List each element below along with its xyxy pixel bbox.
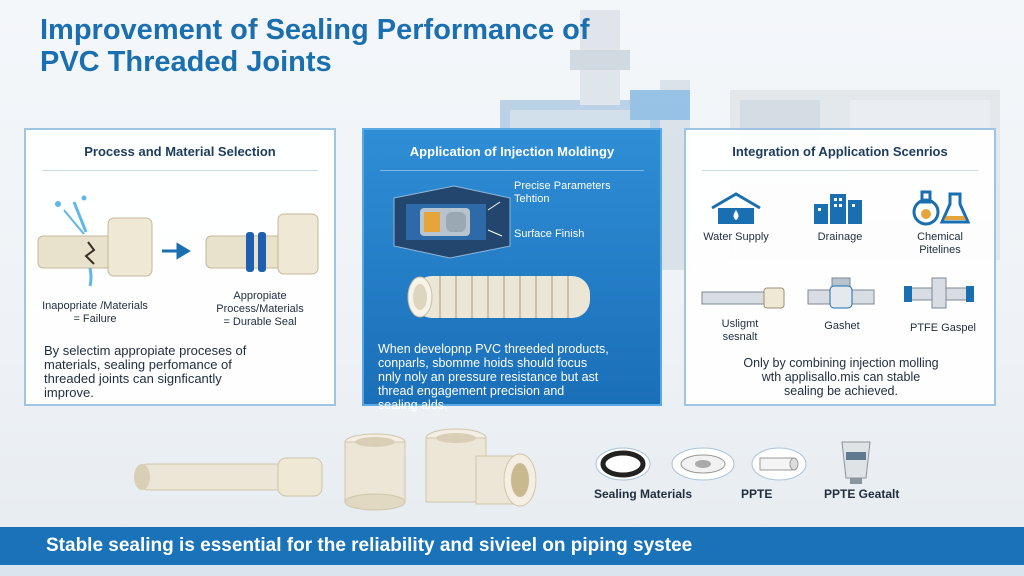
durable-label-line-3: = Durable Seal bbox=[223, 316, 297, 328]
title-line-1: Improvement of Sealing Performance of bbox=[40, 14, 590, 46]
ptfe-washer-icon bbox=[671, 447, 735, 481]
sealant-tube-icon bbox=[841, 441, 871, 484]
leaking-pipe-icon bbox=[37, 195, 153, 287]
arrow-right-icon bbox=[162, 242, 191, 260]
product-label-sealing-materials: Sealing Materials bbox=[594, 487, 693, 501]
panel-2-text-line-4: thread engagement precision and bbox=[378, 384, 565, 398]
panel-3-text-line-1: Only by combining injection molling bbox=[743, 356, 939, 370]
panel-2-text-line-2: conparls, sbomme hoids should focus bbox=[378, 356, 588, 370]
failure-label-line-1: Inapopriate /Materials bbox=[42, 300, 148, 312]
panel-1-heading: Process and Material Selection bbox=[84, 144, 276, 159]
panel-2-text-line-1: When developnp PVC threeded products, bbox=[378, 342, 609, 356]
ptfe-tape-icon bbox=[751, 447, 807, 481]
sealed-pipe-icon bbox=[205, 213, 319, 275]
panel-3-divider bbox=[702, 170, 978, 171]
straight-pipe-icon bbox=[701, 287, 785, 309]
durable-label: Appropiate Process/Materials = Durable S… bbox=[190, 290, 330, 329]
panel-injection-molding: Application of Injection Moldingy Precis… bbox=[362, 128, 662, 412]
failure-label: Inapopriate /Materials = Failure bbox=[30, 300, 160, 326]
part-label-ptfe: PTFE Gaspel bbox=[909, 322, 977, 334]
footer-strip bbox=[0, 565, 1024, 576]
panel-process-material: Process and Material Selection Inapopria… bbox=[24, 128, 336, 406]
scenario-drainage: Drainage bbox=[817, 231, 863, 243]
house-icon bbox=[711, 192, 761, 224]
chemical-flask-icon bbox=[912, 190, 971, 226]
param-labels: Precise Parameters Tehtion bbox=[514, 180, 654, 206]
scenario-chemical-line-2: Pitelines bbox=[919, 244, 961, 256]
panel-1-text-line-2: materials, sealing perfomance of bbox=[44, 357, 232, 372]
buildings-icon bbox=[814, 194, 862, 224]
panel-1-text-line-3: threaded joints can signficantly bbox=[44, 371, 222, 386]
pvc-straight-pipe-product bbox=[134, 457, 323, 497]
param-precise: Precise Parameters bbox=[514, 180, 611, 192]
panel-3-text-line-3: sealing be achieved. bbox=[784, 384, 898, 398]
scenario-chemical-line-1: Chemical bbox=[917, 231, 963, 243]
failure-label-line-2: = Failure bbox=[73, 313, 117, 325]
pvc-coupling-product bbox=[344, 433, 406, 511]
part-label-gasket: Gashet bbox=[824, 320, 860, 332]
panel-application-scenarios: Integration of Application Scenrios Wate… bbox=[684, 128, 996, 406]
panel-2-text: When developnp PVC threeded products, co… bbox=[378, 342, 660, 412]
product-label-ppte: PPTE bbox=[741, 487, 773, 501]
durable-label-line-1: Appropiate bbox=[233, 290, 287, 302]
panel-2-text-line-3: nnly noly an pressure resistance but ast bbox=[378, 370, 599, 384]
part-label-1: Usligmt sesnalt bbox=[692, 318, 788, 344]
panel-2-heading: Application of Injection Moldingy bbox=[409, 144, 615, 159]
panel-3-heading: Integration of Application Scenrios bbox=[732, 144, 948, 159]
footer-banner: Stable sealing is essential for the reli… bbox=[0, 527, 1024, 565]
scenario-water-supply: Water Supply bbox=[703, 231, 769, 243]
panel-1-divider bbox=[42, 170, 318, 171]
cross-fitting-icon bbox=[904, 277, 974, 309]
panel-3-text-line-2: wth applisallo.mis can stable bbox=[761, 370, 921, 384]
panel-1-text-line-4: improve. bbox=[44, 385, 94, 400]
panel-2-text-line-5: sealing alds. bbox=[378, 398, 448, 412]
param-tension: Tehtion bbox=[514, 193, 550, 205]
page-title: Improvement of Sealing Performance of PV… bbox=[40, 14, 840, 78]
panel-3-text: Only by combining injection molling wth … bbox=[696, 356, 986, 398]
scenario-chemical: Chemical Pitelines bbox=[892, 231, 988, 257]
threaded-pipe-icon bbox=[407, 276, 590, 318]
mold-icon bbox=[393, 185, 511, 259]
panel-2-divider bbox=[380, 170, 644, 171]
part-label-1-line-2: sesnalt bbox=[722, 331, 758, 343]
durable-label-line-2: Process/Materials bbox=[216, 303, 304, 315]
part-label-1-line-1: Usligmt bbox=[721, 318, 759, 330]
tee-fitting-icon bbox=[807, 277, 875, 309]
param-surface: Surface Finish bbox=[514, 228, 585, 240]
panel-1-text-line-1: By selectim appropiate proceses of bbox=[44, 343, 247, 358]
pvc-tee-product bbox=[425, 428, 537, 507]
panel-1-text: By selectim appropiate proceses of mater… bbox=[44, 344, 332, 400]
o-ring-icon bbox=[595, 447, 651, 481]
product-label-ppte-geatalt: PPTE Geatalt bbox=[824, 487, 900, 501]
title-line-2: PVC Threaded Joints bbox=[40, 46, 332, 78]
